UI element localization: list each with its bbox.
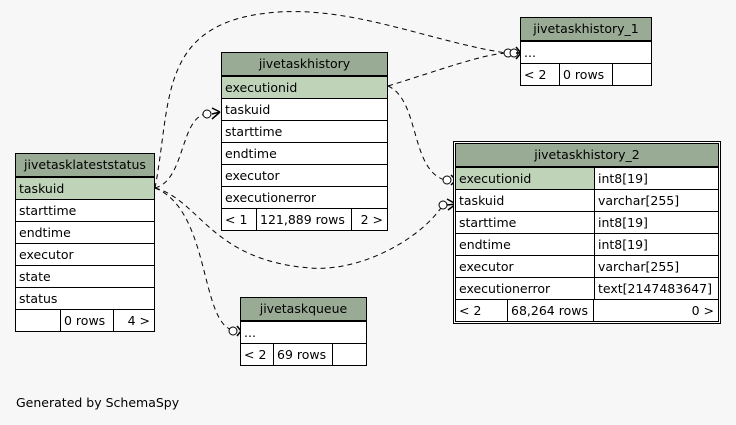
table-row: taskuid <box>16 177 154 199</box>
table-row: executor <box>222 164 387 186</box>
row-count: 68,264 rows <box>507 300 593 321</box>
table-jivetaskhistory-2[interactable]: jivetaskhistory_2 executionid int8[19] t… <box>453 141 721 324</box>
link-history-history1 <box>387 52 507 87</box>
table-jivetaskhistory[interactable]: jivetaskhistory executionid taskuid star… <box>221 52 388 231</box>
table-title: jivetasklateststatus <box>16 154 154 177</box>
column-name: executionerror <box>225 190 317 205</box>
table-row: endtime <box>222 142 387 164</box>
link-latest-history <box>154 113 206 189</box>
table-jivetaskhistory-1[interactable]: jivetaskhistory_1 ... < 2 0 rows <box>520 17 652 86</box>
table-row: state <box>16 265 154 287</box>
children-count: 4 > <box>113 310 154 331</box>
column-name: starttime <box>225 124 283 139</box>
table-row: executionid <box>222 76 387 98</box>
column-name: endtime <box>19 225 71 240</box>
link-history-history2 <box>387 85 446 181</box>
row-count: 69 rows <box>273 344 332 365</box>
children-count <box>612 64 651 85</box>
parents-count: < 2 <box>459 303 482 318</box>
column-name: starttime <box>19 203 77 218</box>
column-name: taskuid <box>19 181 65 196</box>
parents-count: < 2 <box>524 67 547 82</box>
link-end-circle <box>438 200 448 210</box>
table-title: jivetaskhistory_2 <box>456 144 718 167</box>
table-title: jivetaskhistory_1 <box>521 18 651 41</box>
table-row: taskuid <box>222 98 387 120</box>
link-end-circle <box>202 109 212 119</box>
link-latest-history1 <box>154 11 507 189</box>
table-row: taskuid varchar[255] <box>456 189 718 211</box>
table-row: endtime <box>16 221 154 243</box>
table-row: executionerror text[2147483647] <box>456 277 718 299</box>
column-name: executionid <box>456 168 594 189</box>
column-name: state <box>19 269 51 284</box>
parents-count <box>16 310 60 331</box>
column-name: ... <box>244 325 256 340</box>
children-count: 0 > <box>593 300 718 321</box>
column-name: taskuid <box>225 102 271 117</box>
table-row: executor varchar[255] <box>456 255 718 277</box>
column-name: starttime <box>459 215 517 230</box>
table-footer: < 2 69 rows <box>241 343 366 365</box>
children-count: 2 > <box>351 209 387 230</box>
table-jivetasklateststatus[interactable]: jivetasklateststatus taskuid starttime e… <box>15 153 155 332</box>
table-jivetaskqueue[interactable]: jivetaskqueue ... < 2 69 rows <box>240 297 367 366</box>
column-type: int8[19] <box>594 212 718 233</box>
column-type: int8[19] <box>594 168 718 189</box>
generated-by-credit: Generated by SchemaSpy <box>16 395 180 410</box>
table-title: jivetaskqueue <box>241 298 366 321</box>
table-row: executionid int8[19] <box>456 167 718 189</box>
children-count <box>332 344 366 365</box>
column-name: executionid <box>225 80 298 95</box>
table-row: starttime int8[19] <box>456 211 718 233</box>
column-type: varchar[255] <box>594 256 718 277</box>
link-end-crowsfoot <box>211 107 221 120</box>
row-count: 0 rows <box>60 310 113 331</box>
column-name: executor <box>225 168 280 183</box>
row-count: 121,889 rows <box>256 209 351 230</box>
column-name: endtime <box>225 146 277 161</box>
table-title: jivetaskhistory <box>222 53 387 76</box>
column-name: executionerror <box>459 281 551 296</box>
column-name: status <box>19 291 58 306</box>
table-row: status <box>16 287 154 309</box>
link-latest-queue <box>154 187 233 331</box>
table-row: executionerror <box>222 186 387 208</box>
table-footer: < 2 0 rows <box>521 63 651 85</box>
link-end-circle <box>228 326 238 336</box>
table-row: executor <box>16 243 154 265</box>
parents-count: < 2 <box>244 347 267 362</box>
column-name: endtime <box>459 237 511 252</box>
column-name: executor <box>459 259 514 274</box>
link-latest-history2 <box>154 187 444 269</box>
table-row: endtime int8[19] <box>456 233 718 255</box>
table-footer: < 1 121,889 rows 2 > <box>222 208 387 230</box>
table-row: ... <box>521 41 651 63</box>
parents-count: < 1 <box>225 212 248 227</box>
table-footer: 0 rows 4 > <box>16 309 154 331</box>
column-type: varchar[255] <box>594 190 718 211</box>
column-type: text[2147483647] <box>594 278 718 299</box>
column-name: ... <box>524 45 536 60</box>
table-footer: < 2 68,264 rows 0 > <box>456 299 718 321</box>
table-row: starttime <box>16 199 154 221</box>
column-name: executor <box>19 247 74 262</box>
column-type: int8[19] <box>594 234 718 255</box>
link-end-circle <box>442 175 452 185</box>
row-count: 0 rows <box>559 64 612 85</box>
table-row: ... <box>241 321 366 343</box>
table-row: starttime <box>222 120 387 142</box>
column-name: taskuid <box>459 193 505 208</box>
